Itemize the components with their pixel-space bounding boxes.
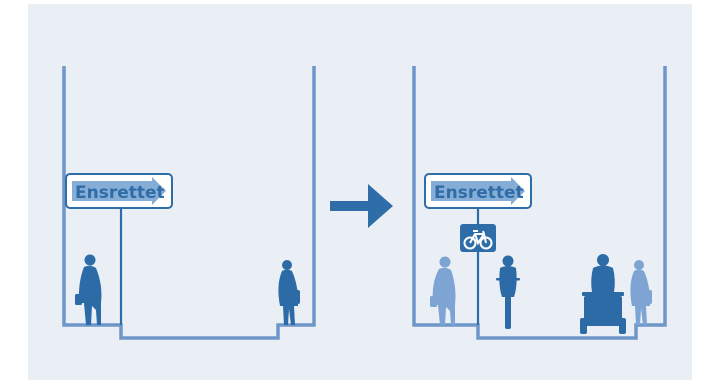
one-way-sign-label: Ensrettet [75,183,165,203]
one-way-sign-after: Ensrettet [425,174,531,208]
one-way-sign-before: Ensrettet [66,174,172,208]
one-way-sign-label: Ensrettet [434,183,524,203]
bicycle-exception-sign [460,224,496,252]
